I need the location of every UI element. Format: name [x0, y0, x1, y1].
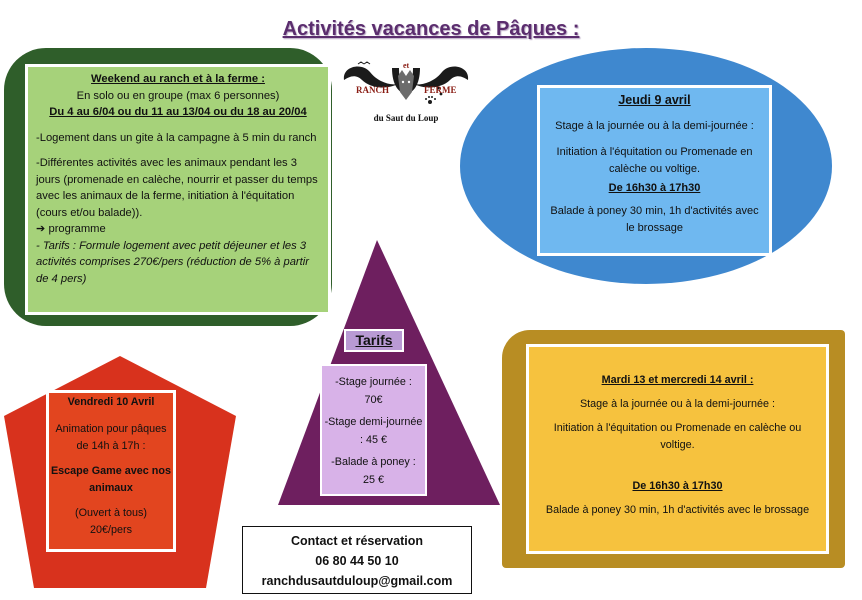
vendredi-price: 20€/pers	[89, 524, 133, 536]
jeudi-stage: Stage à la journée ou à la demi-journée …	[555, 120, 754, 132]
horseshoe-icon	[392, 68, 420, 94]
mardi-time: De 16h30 à 17h30	[632, 480, 723, 492]
logo-word-right: FERME	[424, 85, 457, 95]
page-title: Activités vacances de Pâques :	[282, 18, 580, 40]
contact-box: Contact et réservation 06 80 44 50 10 ra…	[242, 526, 472, 594]
ranch-logo: RANCH et FERME	[343, 61, 469, 104]
mardi-heading: Mardi 13 et mercredi 14 avril :	[601, 374, 754, 386]
jeudi-initiation: Initiation à l'équitation ou Promenade e…	[556, 146, 753, 175]
tarifs-card: -Stage journée : 70€ -Stage demi-journée…	[320, 364, 427, 496]
mardi-card: Mardi 13 et mercredi 14 avril : Stage à …	[526, 344, 829, 554]
tarifs-stage-demi: -Stage demi-journée : 45 €	[324, 416, 423, 446]
weekend-programme: ➔ programme	[36, 223, 106, 235]
tarifs-balade-label: -Balade à poney :	[331, 456, 416, 468]
weekend-group: En solo ou en groupe (max 6 personnes)	[76, 89, 280, 102]
mardi-balade: Balade à poney 30 min, 1h d'activités av…	[545, 504, 810, 516]
jeudi-card: Jeudi 9 avril Stage à la journée ou à la…	[537, 85, 772, 256]
tarifs-stage-journee-label: -Stage journée :	[335, 376, 412, 388]
birds-icon	[357, 61, 371, 65]
left-horn-icon	[343, 66, 398, 88]
jeudi-time: De 16h30 à 17h30	[608, 182, 701, 194]
weekend-activities: -Différentes activités avec les animaux …	[36, 157, 318, 219]
vendredi-animation: Animation pour pâques de 14h à 17h :	[55, 423, 167, 452]
weekend-lodging: -Logement dans un gite à la campagne à 5…	[36, 131, 317, 144]
logo-word-left: RANCH	[356, 85, 389, 95]
vendredi-open: (Ouvert à tous)	[74, 507, 147, 519]
jeudi-heading: Jeudi 9 avril	[618, 93, 691, 107]
logo-subtitle: du Saut du Loup	[373, 113, 439, 123]
weekend-dates: Du 4 au 6/04 ou du 11 au 13/04 ou du 18 …	[49, 106, 307, 118]
contact-phone[interactable]: 06 80 44 50 10	[315, 554, 399, 568]
contact-email[interactable]: ranchdusautduloup@gmail.com	[261, 574, 453, 588]
paw-print-icon	[425, 86, 443, 104]
mardi-initiation: Initiation à l'équitation ou Promenade e…	[553, 422, 802, 451]
mardi-stage: Stage à la journée ou à la demi-journée …	[579, 398, 776, 410]
weekend-tarifs: - Tarifs : Formule logement avec petit d…	[36, 239, 309, 285]
tarifs-balade-price: 25 €	[362, 474, 384, 486]
jeudi-balade: Balade à poney 30 min, 1h d'activités av…	[550, 205, 759, 234]
right-horn-icon	[414, 66, 469, 88]
vendredi-escape: Escape Game avec nos animaux	[50, 465, 172, 494]
tarifs-heading: Tarifs	[344, 329, 404, 352]
logo-word-mid: et	[403, 61, 410, 70]
tarifs-stage-journee-price: 70€	[364, 394, 383, 406]
weekend-heading: Weekend au ranch et à la ferme :	[91, 73, 265, 85]
weekend-card: Weekend au ranch et à la ferme : En solo…	[25, 64, 331, 315]
wolf-head-icon	[398, 70, 414, 100]
vendredi-card: Vendredi 10 Avril Animation pour pâques …	[46, 390, 176, 552]
contact-heading: Contact et réservation	[291, 534, 423, 548]
vendredi-heading: Vendredi 10 Avril	[67, 396, 155, 408]
